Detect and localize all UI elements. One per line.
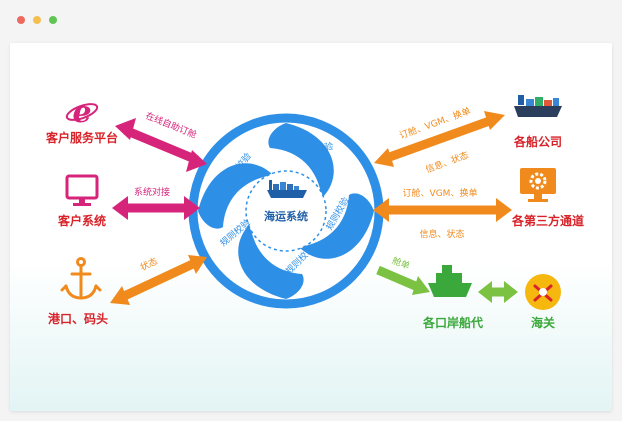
port-status-arrow [110, 255, 207, 305]
window-titlebar [0, 0, 622, 40]
customs-icon [525, 274, 561, 310]
online-booking-label: 在线自助订舱 [144, 110, 199, 141]
booking-vgm-mid-label: 订舱、VGM、换单 [403, 187, 478, 199]
third-party-arrow [373, 198, 512, 222]
customs-label: 海关 [531, 315, 555, 330]
center-cargo-ship-icon [267, 180, 307, 198]
port-agent-label: 各口岸船代 [422, 315, 483, 330]
center-title: 海运系统 [264, 209, 308, 223]
port-status-label: 状态 [138, 255, 159, 273]
customer-system-label: 客户系统 [57, 213, 106, 228]
info-status-top-label: 信息、状态 [424, 149, 470, 176]
maximize-dot[interactable] [49, 16, 57, 24]
online-booking-arrow [115, 118, 207, 172]
agent-customs-arrow [478, 281, 518, 303]
cargo-ship-icon [514, 95, 562, 117]
customer-platform-label: 客户服务平台 [45, 130, 118, 145]
manifest-arrow [376, 265, 430, 295]
system-docking-arrow [112, 196, 200, 220]
svg-text:e: e [72, 95, 91, 130]
ship-icon [428, 265, 472, 297]
ie-browser-icon: e [65, 95, 99, 130]
third-party-label: 各第三方通道 [511, 213, 584, 228]
swirl-blades [198, 123, 374, 299]
shipping-company-label: 各船公司 [513, 134, 562, 149]
minimize-dot[interactable] [33, 16, 41, 24]
center-ring [188, 113, 384, 309]
manifest-label: 舱单 [391, 254, 412, 271]
close-dot[interactable] [17, 16, 25, 24]
gear-icon [520, 168, 556, 202]
info-status-mid-label: 信息、状态 [419, 228, 464, 240]
system-docking-label: 系统对接 [134, 186, 170, 198]
port-label: 港口、码头 [48, 311, 108, 326]
anchor-icon [60, 257, 102, 300]
monitor-icon [65, 174, 99, 206]
shipping-company-arrow [374, 111, 505, 167]
